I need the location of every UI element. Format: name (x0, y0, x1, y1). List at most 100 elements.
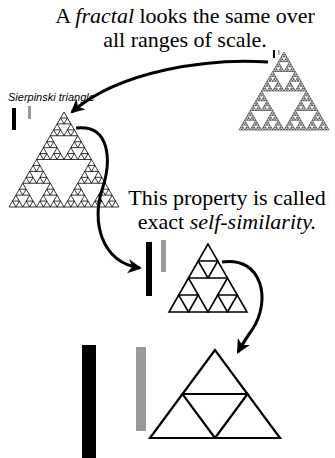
sierpinski-triangle (54, 148, 61, 154)
sierpinski-triangle (254, 120, 257, 122)
sierpinski-triangle (57, 154, 64, 160)
sierpinski-triangle (276, 118, 279, 120)
sierpinski-triangle (9, 201, 16, 207)
sierpinski-triangle (189, 261, 209, 278)
sierpinski-triangle (281, 69, 284, 71)
sierpinski-triangle (292, 128, 295, 130)
sierpinski-triangle (208, 295, 228, 312)
sierpinski-triangle (294, 111, 297, 113)
sierpinski-triangle (262, 128, 265, 130)
sierpinski-triangle (169, 295, 189, 312)
sierpinski-triangle (292, 79, 295, 81)
sierpinski-triangle (273, 74, 276, 76)
sierpinski-triangle (280, 67, 283, 69)
sierpinski-triangle (50, 142, 57, 148)
sierpinski-triangle (245, 123, 248, 125)
sierpinski-triangle (299, 101, 302, 103)
sierpinski-triangle (267, 79, 270, 81)
sierpinski-triangle (280, 125, 283, 127)
sierpinski-triangle (295, 89, 298, 91)
sierpinski-triangle (271, 72, 274, 74)
sierpinski-triangle (302, 86, 305, 88)
sierpinski-triangle (277, 120, 280, 122)
sierpinski-triangle (295, 128, 298, 130)
sierpinski-triangle (263, 86, 266, 88)
sierpinski-triangle (290, 118, 293, 120)
sierpinski-triangle (276, 123, 279, 125)
sierpinski-triangle (288, 120, 291, 122)
sierpinski-triangle (318, 118, 321, 120)
sierpinski-triangle (292, 69, 295, 71)
sierpinski-triangle (270, 108, 273, 110)
sierpinski-triangle (30, 165, 37, 171)
sierpinski-triangle (270, 128, 273, 130)
sierpinski-triangle (308, 96, 311, 98)
sierpinski-triangle (54, 195, 61, 201)
caption-text: self-similarity. (190, 209, 317, 234)
sierpinski-triangle (298, 89, 301, 91)
sierpinski-triangle (269, 115, 272, 117)
sierpinski-triangle (183, 350, 248, 394)
sierpinski-triangle (301, 103, 304, 105)
sierpinski-triangle (81, 148, 88, 154)
scale-bar (273, 50, 275, 58)
sierpinski-triangle (85, 154, 92, 160)
sierpinski-triangle (189, 295, 209, 312)
sierpinski-triangle (298, 103, 301, 105)
sierpinski-triangle (284, 54, 287, 56)
sierpinski-triangle (250, 113, 253, 115)
sierpinski-triangle (284, 59, 287, 61)
sierpinski-triangle (276, 64, 279, 66)
sierpinski-triangle (263, 106, 266, 108)
sierpinski-triangle (294, 72, 297, 74)
sierpinski-triangle (278, 64, 281, 66)
sierpinski-triangle (299, 81, 302, 83)
sierpinski-triangle (297, 86, 300, 88)
sierpinski-triangle (297, 125, 300, 127)
sierpinski-triangle (278, 128, 281, 130)
sierpinski-triangle (291, 125, 294, 127)
sierpinski-triangle (239, 128, 242, 130)
sierpinski-triangle (262, 89, 265, 91)
sierpinski-triangle (290, 89, 293, 91)
sierpinski-triangle (287, 69, 290, 71)
sierpinski-triangle (37, 154, 44, 160)
sierpinski-triangle (276, 84, 279, 86)
sierpinski-triangle (259, 128, 262, 130)
sierpinski-triangle (109, 195, 116, 201)
heading-text: A (55, 3, 70, 28)
sierpinski-triangle (57, 118, 64, 124)
sierpinski-triangle (315, 113, 318, 115)
sierpinski-triangle (67, 124, 74, 130)
sierpinski-triangle (302, 96, 305, 98)
sierpinski-triangle (297, 115, 300, 117)
sierpinski-triangle (16, 189, 23, 195)
sierpinski-triangle (281, 89, 284, 91)
sierpinski-triangle (252, 106, 255, 108)
sierpinski-triangle (37, 165, 44, 171)
sierpinski-triangle (295, 118, 298, 120)
sierpinski-triangle (81, 171, 88, 177)
sierpinski-triangle (281, 128, 284, 130)
sierpinski-triangle (269, 76, 272, 78)
sierpinski-triangle (61, 112, 68, 118)
sierpinski-triangle (278, 89, 281, 91)
sierpinski-triangle (287, 123, 290, 125)
sierpinski-triangle (319, 125, 322, 127)
sierpinski-triangle (253, 103, 256, 105)
sierpinski-triangle (308, 125, 311, 127)
sierpinski-triangle (23, 189, 30, 195)
sierpinski-triangle (273, 79, 276, 81)
sierpinski-triangle (67, 148, 74, 154)
sierpinski-triangle (260, 91, 263, 93)
sierpinski-triangle (262, 98, 265, 100)
sierpinski-triangle (315, 108, 318, 110)
sierpinski-triangle (71, 154, 78, 160)
sierpinski-triangle (287, 64, 290, 66)
scale-bar (82, 345, 96, 458)
scale-bar (136, 347, 146, 431)
sierpinski-triangle (266, 81, 269, 83)
sierpinski-triangle (304, 98, 307, 100)
sierpinski-triangle (307, 128, 310, 130)
sierpinski-triangle (252, 125, 255, 127)
